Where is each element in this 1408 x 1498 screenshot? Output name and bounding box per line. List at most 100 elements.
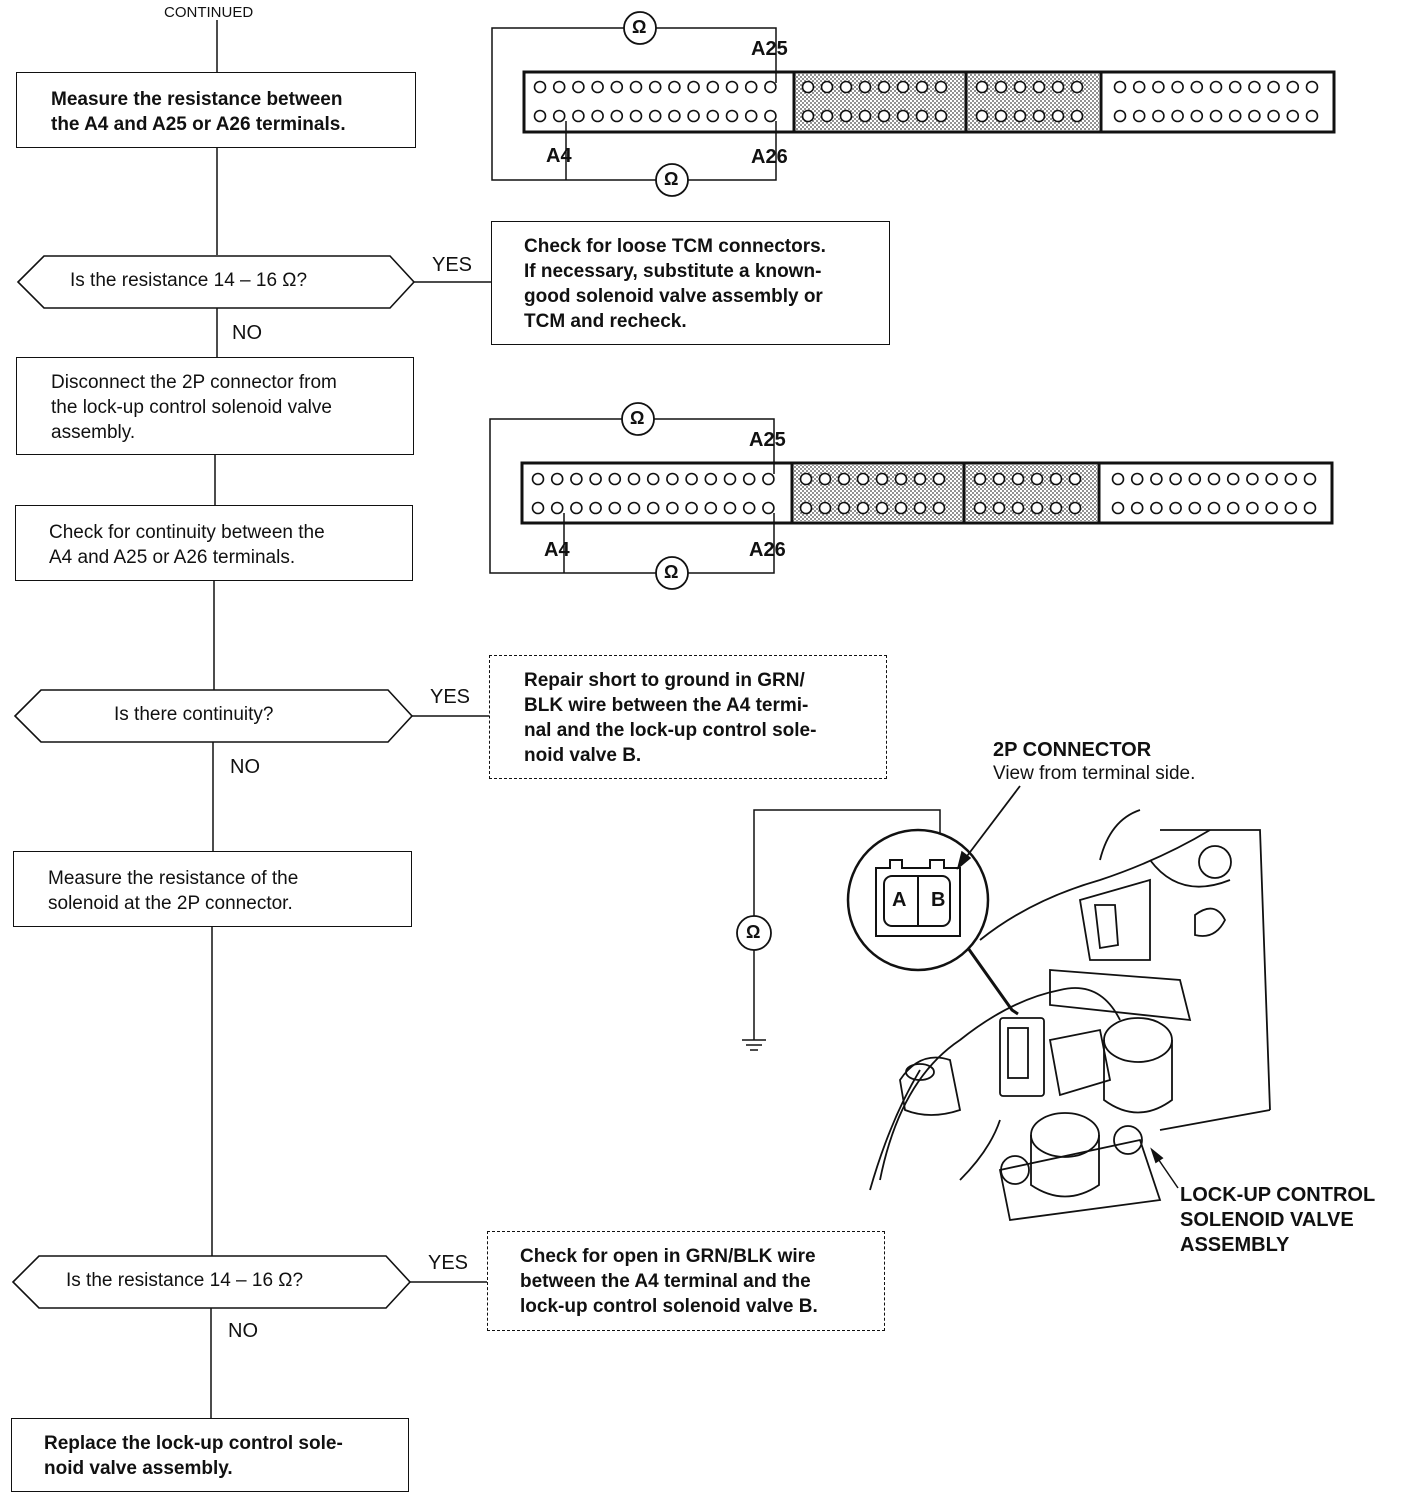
yes-label: YES	[428, 1252, 469, 1274]
connector-pin	[610, 109, 624, 123]
connector-pin	[1207, 472, 1221, 486]
connector-pin	[1011, 501, 1025, 515]
connector-pin	[1113, 109, 1127, 123]
connector-pin	[1169, 472, 1182, 486]
replace-solenoid-step: Replace the lock-up control sole- noid v…	[11, 1418, 409, 1492]
connector-pin	[932, 472, 946, 486]
connector-pin	[1152, 109, 1165, 123]
connector-pin	[704, 472, 718, 486]
connector-pin	[992, 472, 1006, 486]
check-continuity-step: Check for continuity between the A4 and …	[15, 505, 413, 581]
no-label: NO	[230, 756, 260, 778]
pin-a-label: A	[892, 889, 907, 911]
connector-pin	[627, 472, 641, 486]
ohmmeter-icon	[655, 556, 689, 590]
ohmmeter-icon	[655, 163, 689, 197]
connector-pin	[629, 109, 643, 123]
solenoid-label-line: SOLENOID VALVE	[1180, 1209, 1354, 1231]
disconnect-2p-step: Disconnect the 2P connector from the loc…	[16, 357, 414, 455]
decision-1-shape	[16, 255, 416, 309]
connector-pin	[1130, 472, 1144, 486]
connector-pin	[1152, 80, 1165, 94]
terminal-a26-label: A26	[749, 539, 786, 561]
connector-pin	[610, 80, 624, 94]
solenoid-assembly-label: LOCK-UP CONTROL SOLENOID VALVE ASSEMBLY	[1180, 1183, 1375, 1258]
connector-pin	[627, 501, 641, 515]
result-text-line: Repair short to ground in GRN/	[524, 670, 805, 691]
connector-pin	[646, 472, 660, 486]
result-text-line: between the A4 terminal and the	[520, 1271, 811, 1292]
step-text-line: Measure the resistance of the	[48, 868, 299, 889]
measure-solenoid-step: Measure the resistance of the solenoid a…	[13, 851, 412, 927]
connector-pin	[687, 109, 700, 123]
connector-pin	[799, 501, 813, 515]
decision-3-shape	[11, 1255, 412, 1309]
connector-pin	[799, 472, 813, 486]
connector-pin	[1068, 472, 1082, 486]
step-text-line: Check for continuity between the	[49, 522, 325, 543]
connector-pin	[685, 501, 698, 515]
yes-label: YES	[430, 686, 471, 708]
connector-pin	[1068, 501, 1082, 515]
connector-pin	[1111, 472, 1125, 486]
connector-pin	[913, 472, 927, 486]
connector-pin	[1246, 501, 1259, 515]
connector-pin	[608, 501, 622, 515]
no-label: NO	[228, 1320, 258, 1342]
decision-2-shape	[13, 689, 414, 743]
connector-pin	[704, 501, 718, 515]
connector-pin	[1267, 80, 1280, 94]
terminal-a26-label: A26	[751, 146, 788, 168]
connector-pin	[764, 80, 777, 94]
connector-pin	[1171, 80, 1184, 94]
connector-pin	[973, 501, 987, 515]
connector-pin	[1150, 472, 1163, 486]
pin-b-label: B	[931, 889, 946, 911]
step-text-line: Replace the lock-up control sole-	[44, 1433, 343, 1454]
connector-pin	[744, 80, 758, 94]
connector-pin	[1111, 501, 1125, 515]
decision-2-text: Is there continuity?	[114, 704, 274, 725]
connector-pin	[1286, 80, 1300, 94]
connector-pin	[1265, 501, 1278, 515]
connector-pin	[1248, 80, 1261, 94]
repair-short-result: Repair short to ground in GRN/ BLK wire …	[489, 655, 887, 779]
solenoid-illustration	[869, 809, 1271, 1222]
connector-pin	[572, 80, 585, 94]
connector-pin	[877, 109, 891, 123]
connector-pin	[1013, 80, 1027, 94]
connector-pin	[973, 472, 987, 486]
tcm-connector-1	[491, 11, 1336, 197]
connector-pin	[1051, 80, 1065, 94]
connector-pin	[666, 501, 679, 515]
connector-pin	[589, 501, 602, 515]
connector-pin	[648, 109, 662, 123]
connector-pin	[706, 80, 720, 94]
connector-pin	[915, 80, 929, 94]
connector-pin	[725, 109, 739, 123]
connector-pin	[552, 109, 566, 123]
connector-pin	[1305, 80, 1319, 94]
connector-pin	[915, 109, 929, 123]
connector-pin	[646, 501, 660, 515]
connector-pin	[975, 109, 989, 123]
connector-pin	[934, 109, 948, 123]
solenoid-label-line: LOCK-UP CONTROL	[1180, 1184, 1376, 1206]
flow-lines	[210, 20, 491, 1418]
connector-pin	[668, 109, 681, 123]
connector-pin	[1305, 109, 1319, 123]
connector-pin	[764, 109, 777, 123]
result-text-line: TCM and recheck.	[524, 311, 687, 332]
connector-pin	[1303, 472, 1317, 486]
step-text-line: Disconnect the 2P connector from	[51, 372, 337, 393]
step-text-line: Measure the resistance between	[51, 89, 343, 110]
connector-pin	[1070, 80, 1084, 94]
connector-pin	[533, 80, 547, 94]
connector-pin	[1013, 109, 1027, 123]
connector-pin	[975, 80, 989, 94]
connector-pin	[856, 501, 870, 515]
connector-pin	[1190, 109, 1204, 123]
connector-pin	[762, 501, 775, 515]
connector-pin	[839, 80, 853, 94]
